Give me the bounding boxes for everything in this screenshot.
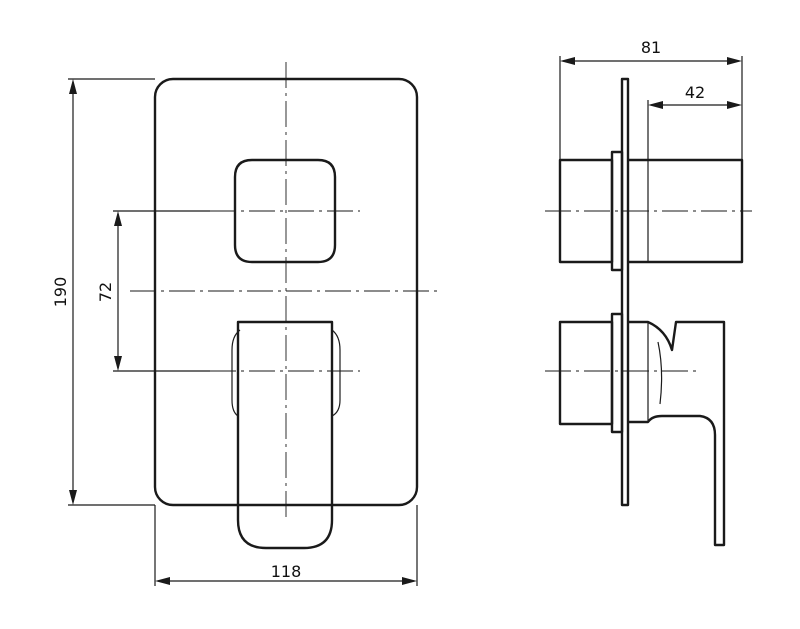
dimension-spacing-label: 72 — [96, 282, 115, 302]
dimension-height: 190 — [51, 78, 155, 506]
lower-collar — [610, 312, 624, 434]
front-view — [130, 62, 442, 550]
upper-collar — [610, 150, 624, 272]
lower-body-rear — [558, 320, 614, 426]
dimension-width: 118 — [154, 505, 418, 586]
dimension-depth-partial-label: 42 — [685, 83, 705, 102]
lever-left-edge — [231, 329, 241, 417]
lever-right-edge — [331, 329, 341, 417]
lever-handle — [236, 320, 334, 550]
side-view — [545, 77, 752, 547]
dimension-depth-label: 81 — [641, 38, 661, 57]
dimension-height-label: 190 — [51, 277, 70, 308]
lever-side-profile — [628, 320, 726, 547]
dimension-spacing: 72 — [96, 210, 210, 372]
dimension-depth-partial: 42 — [647, 83, 742, 160]
side-cover-plate — [620, 77, 630, 507]
dimension-depth: 81 — [559, 38, 743, 160]
dimension-width-label: 118 — [271, 562, 302, 581]
diverter-knob — [233, 158, 337, 264]
